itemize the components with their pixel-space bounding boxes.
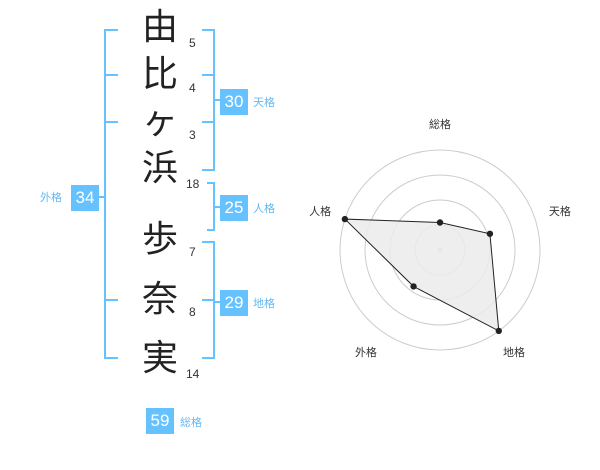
name-char: 由 xyxy=(141,7,178,48)
stroke-count: 3 xyxy=(189,128,196,142)
radar-point xyxy=(495,327,502,335)
tenkaku-badge: 30 xyxy=(220,89,248,115)
stroke-count: 5 xyxy=(189,36,196,50)
radar-axis-label: 人格 xyxy=(309,204,331,218)
name-char: ヶ xyxy=(141,101,178,142)
gaikaku-badge: 34 xyxy=(71,185,99,211)
stroke-count: 14 xyxy=(186,367,200,381)
stroke-count: 4 xyxy=(189,81,196,95)
tenkaku-label: 天格 xyxy=(253,96,275,109)
name-char: 実 xyxy=(141,338,178,379)
radar-axis-label: 総格 xyxy=(429,117,451,131)
radar-area xyxy=(343,218,500,332)
name-char: 浜 xyxy=(141,148,178,189)
radar-point xyxy=(410,283,417,290)
radar-ring xyxy=(364,174,516,326)
radar-axis-label: 外格 xyxy=(355,345,377,359)
jinkaku-label: 人格 xyxy=(253,202,275,215)
name-char: 比 xyxy=(141,54,178,95)
radar-point xyxy=(341,215,349,223)
soukaku-badge: 59 xyxy=(146,408,174,434)
chikaku-badge: 29 xyxy=(220,290,248,316)
radar-axis-label: 天格 xyxy=(549,204,571,218)
gaikaku-label: 外格 xyxy=(40,191,62,204)
radar-point xyxy=(436,219,444,226)
gaikaku-bracket xyxy=(104,29,118,359)
name-char: 奈 xyxy=(141,279,178,320)
stroke-count: 18 xyxy=(186,177,200,191)
name-char: 歩 xyxy=(141,219,178,260)
radar-axis-label: 地格 xyxy=(503,345,525,359)
chikaku-label: 地格 xyxy=(253,297,275,310)
soukaku-label: 総格 xyxy=(180,416,202,429)
radar-point xyxy=(486,230,494,237)
radar-ring xyxy=(339,149,541,351)
stroke-count: 8 xyxy=(189,305,196,319)
stroke-count: 7 xyxy=(189,245,196,259)
jinkaku-badge: 25 xyxy=(220,195,248,221)
